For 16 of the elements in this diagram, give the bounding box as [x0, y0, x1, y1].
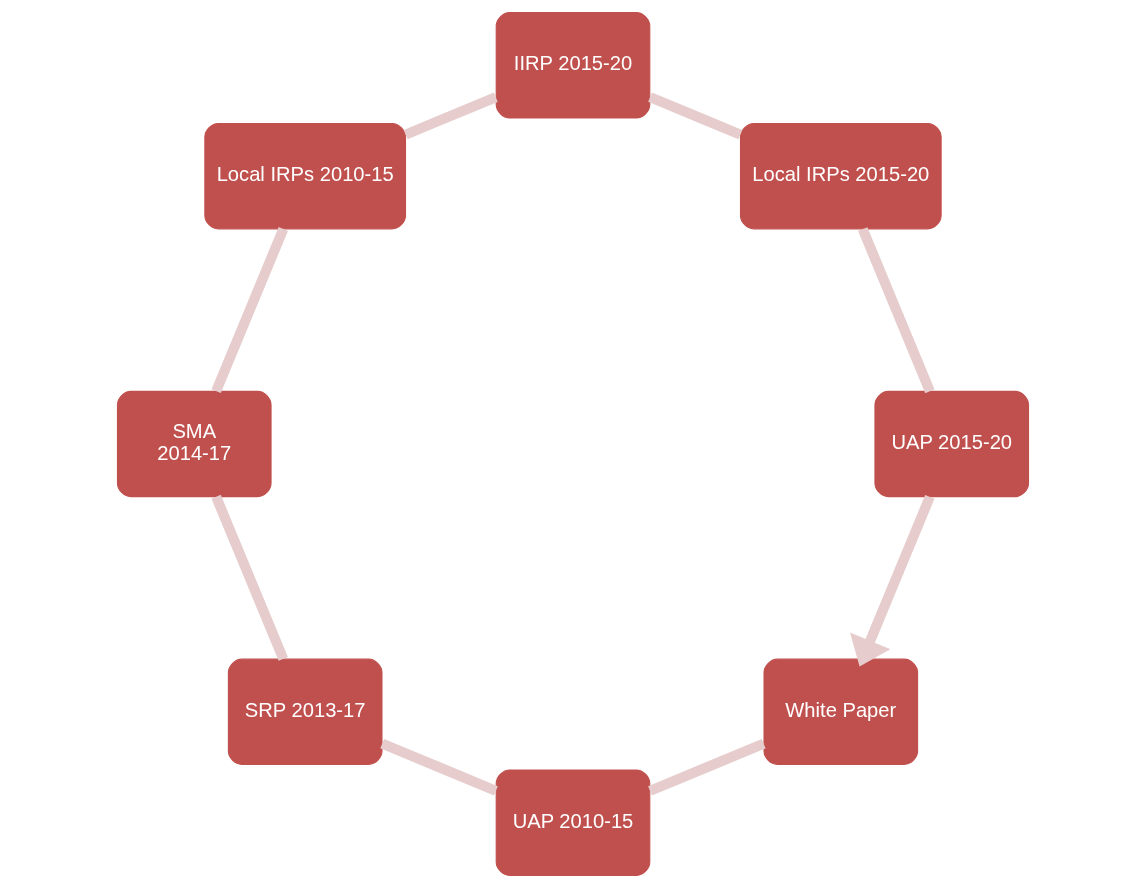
node-box: UAP 2010-15	[495, 769, 650, 876]
node-box: UAP 2015-20	[873, 390, 1029, 498]
connector	[379, 739, 498, 796]
node-box: White Paper	[762, 658, 918, 766]
arrow	[849, 494, 934, 667]
node-box: Local IRPs 2010-15	[203, 122, 406, 230]
connector	[210, 494, 288, 661]
node-box: Local IRPs 2015-20	[739, 122, 942, 230]
node-box: SRP 2013-17	[227, 658, 382, 766]
connector	[647, 739, 766, 796]
node-box: SMA 2014-17	[116, 390, 272, 498]
connector	[403, 92, 498, 140]
connector	[647, 92, 742, 140]
connector	[211, 227, 288, 394]
node-box: IIRP 2015-20	[495, 12, 650, 119]
connector	[857, 227, 935, 394]
